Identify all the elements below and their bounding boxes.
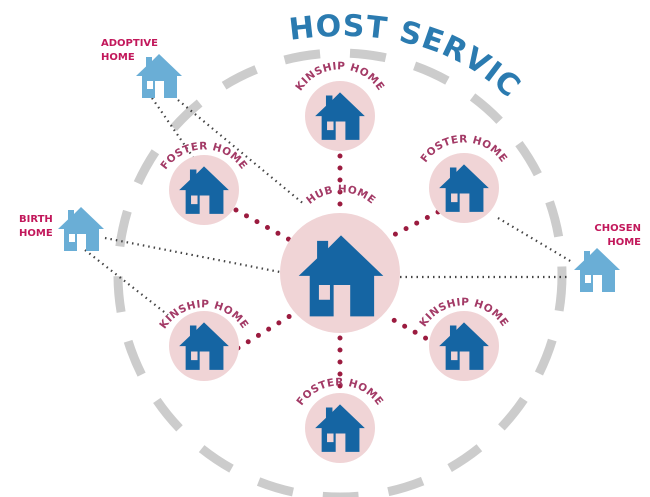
kinship-home-top-node[interactable]: KINSHIP HOME: [293, 60, 386, 151]
hub-link-foster-top-left: [233, 207, 293, 243]
hub-links: [233, 153, 441, 395]
connector-chosen-foster: [497, 217, 573, 263]
host-service-ring: [113, 48, 567, 497]
hub-link-kinship-bottom-right: [387, 315, 439, 347]
connector-birth-kinship: [84, 249, 169, 316]
birth-home-label-line2: HOME: [19, 228, 53, 239]
host-service-title: HOST SERVICE: [0, 0, 527, 105]
adoptive-home-label-line2: HOME: [101, 52, 135, 63]
outer-connectors: [84, 97, 573, 316]
kinship-home-bottom-left-node[interactable]: KINSHIP HOME: [157, 298, 250, 381]
adoptive-house-icon: [136, 54, 182, 98]
chosen-home-label-line1: CHOSEN: [594, 223, 641, 234]
chosen-home-label-line2: HOME: [607, 237, 641, 248]
birth-house-icon: [58, 207, 104, 251]
connector-birth-hub: [104, 236, 286, 275]
kinship-home-bottom-right-node[interactable]: KINSHIP HOME: [417, 296, 510, 381]
birth-home-node[interactable]: BIRTH HOME: [19, 207, 104, 251]
adoptive-home-label-line1: ADOPTIVE: [101, 38, 158, 49]
hub-link-kinship-bottom-left: [235, 313, 293, 351]
birth-home-label-line1: BIRTH: [19, 214, 53, 225]
hub-link-foster-top-right: [385, 209, 441, 241]
chosen-house-icon: [574, 248, 620, 292]
foster-home-bottom-node[interactable]: FOSTER HOME: [294, 376, 385, 463]
chosen-home-node[interactable]: CHOSEN HOME: [574, 223, 641, 292]
adoptive-home-node[interactable]: ADOPTIVE HOME: [101, 38, 182, 98]
foster-home-top-right-node[interactable]: FOSTER HOME: [418, 133, 509, 223]
